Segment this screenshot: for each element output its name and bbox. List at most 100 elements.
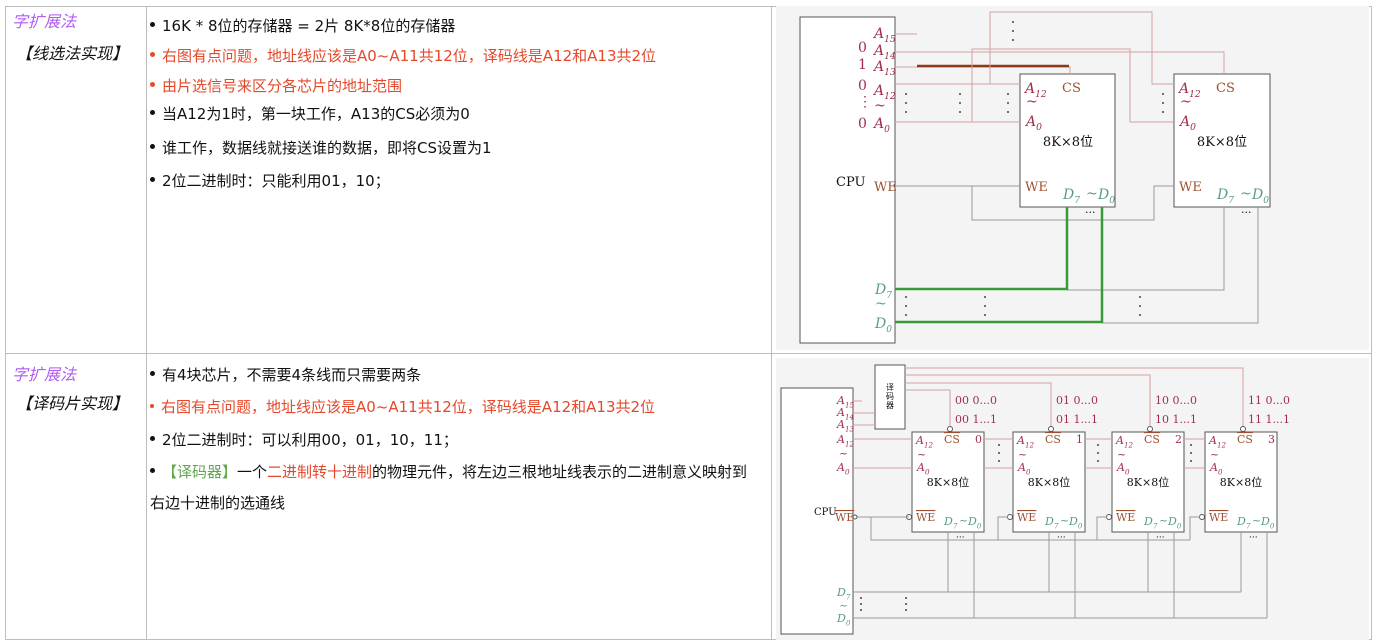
address-range-end: 00 1...1 [955,413,997,426]
chip-data-label: D7 [1062,187,1080,206]
ellipsis: ··· [1241,206,1252,219]
we-pin-label: WE [874,180,897,195]
tilde: ~ [1086,186,1098,202]
ellipsis-dot [1162,93,1164,95]
chip-address-label: A0 [916,461,930,476]
cs-inverter-bubble [1240,426,1246,432]
decoder-output-wire [905,374,1151,427]
ellipsis-dot [905,296,907,298]
address-pin-label: A14 [872,43,896,62]
wire [870,517,1190,541]
chip-cs-label: CS [1144,433,1160,446]
ellipsis-dot [860,597,862,599]
ellipsis-dot [1162,111,1164,113]
chip-we-label: WE [916,511,935,524]
decoder-output-wire [905,389,951,427]
address-range-end: 01 1...1 [1056,413,1098,426]
ellipsis-dot [984,314,986,316]
chip-cs-label: CS [1045,433,1061,446]
chip-index: 3 [1268,433,1275,446]
bullet: 谁工作，数据线就接送谁的数据，即将CS设置为1 [150,138,492,158]
chip-address-label: A0 [1024,114,1042,133]
chip-capacity: 8K×8位 [927,475,969,489]
chip-address-label: A12 [915,434,933,449]
chip-capacity: 8K×8位 [1043,135,1093,150]
address-pin-label: A15 [836,394,854,409]
ellipsis-dot [1007,93,1009,95]
cpu-box [780,387,854,635]
ellipsis-dot [1007,111,1009,113]
ellipsis: ··· [1057,533,1066,543]
chip-address-label: A12 [1016,434,1034,449]
cpu-label: CPU [836,175,865,190]
chip-we-label: WE [1179,180,1202,195]
chip-capacity: 8K×8位 [1127,475,1169,489]
ellipsis-dot [1139,296,1141,298]
chip-address-label: A0 [1017,461,1031,476]
cs-inverter-bubble [1147,426,1153,432]
ellipsis-dot [905,305,907,307]
chip-we-label: WE [1017,511,1036,524]
tilde: ~ [875,296,887,312]
ellipsis-dot [959,93,961,95]
ellipsis-dot [905,603,907,605]
ellipsis-dot [998,444,1000,446]
wire [1189,516,1200,540]
ellipsis: ··· [956,533,965,543]
memory-chip-3 [1204,431,1278,533]
bit-value: 0 [858,40,867,56]
ellipsis-dot [1139,305,1141,307]
decoder-output-wire [905,382,1052,427]
memory-chip-0 [911,431,985,533]
tilde: ~ [1159,514,1168,527]
notes-table [5,6,1372,640]
ellipsis-dot [959,102,961,104]
ellipsis-dot [998,452,1000,454]
ellipsis: ··· [1249,533,1258,543]
chip-we-label: WE [1025,180,1048,195]
tilde: ~ [1180,94,1192,110]
address-pin-label: A0 [836,461,850,476]
chip-cs-label: CS [1237,433,1253,446]
row-divider [5,353,1372,354]
row2-method: 【译码片实现】 [16,394,129,413]
chip-capacity: 8K×8位 [1220,475,1262,489]
bullet: 当A12为1时，第一块工作，A13的CS必须为0 [150,104,470,124]
ellipsis-dot [1097,444,1099,446]
address-pin-label: A12 [836,433,854,448]
cpu-box [799,16,896,344]
tilde: ~ [1117,448,1126,461]
address-pin-label: A0 [872,116,890,135]
chip-cs-label: CS [1062,81,1081,96]
address-range-end: 10 1...1 [1155,413,1197,426]
wire [997,516,1008,540]
chip-capacity: 8K×8位 [1197,135,1247,150]
address-range-start: 10 0...0 [1155,394,1197,407]
chip-data-label: D0 [1167,515,1182,530]
chip-address-label: A12 [1023,81,1047,100]
address-pin-label: A13 [872,59,896,78]
bit-value: 0 [858,78,867,94]
chip-data-label: D0 [1251,187,1269,206]
decoder-label: 器 [886,401,894,410]
chip-index: 1 [1076,433,1083,446]
chip-cs-label: CS [944,433,960,446]
wire [1067,207,1225,291]
ellipsis: ··· [1085,206,1096,219]
tilde: ~ [1252,514,1261,527]
chip-cs-label: CS [1216,81,1235,96]
tilde: ~ [1240,186,1252,202]
ellipsis-dot [1012,21,1014,23]
memory-chip-2 [1111,431,1185,533]
chip-we-label: WE [1116,511,1135,524]
ellipsis-dot [1097,452,1099,454]
cpu-label: CPU [814,507,837,518]
data-bus-wire [895,207,1069,291]
tilde: ~ [1210,448,1219,461]
chip-address-label: A12 [1115,434,1133,449]
address-pin-label: A15 [872,26,896,45]
chip-data-label: D0 [1068,515,1083,530]
data-pin-label: D7 [836,586,851,601]
bit-value: 1 [858,57,867,73]
